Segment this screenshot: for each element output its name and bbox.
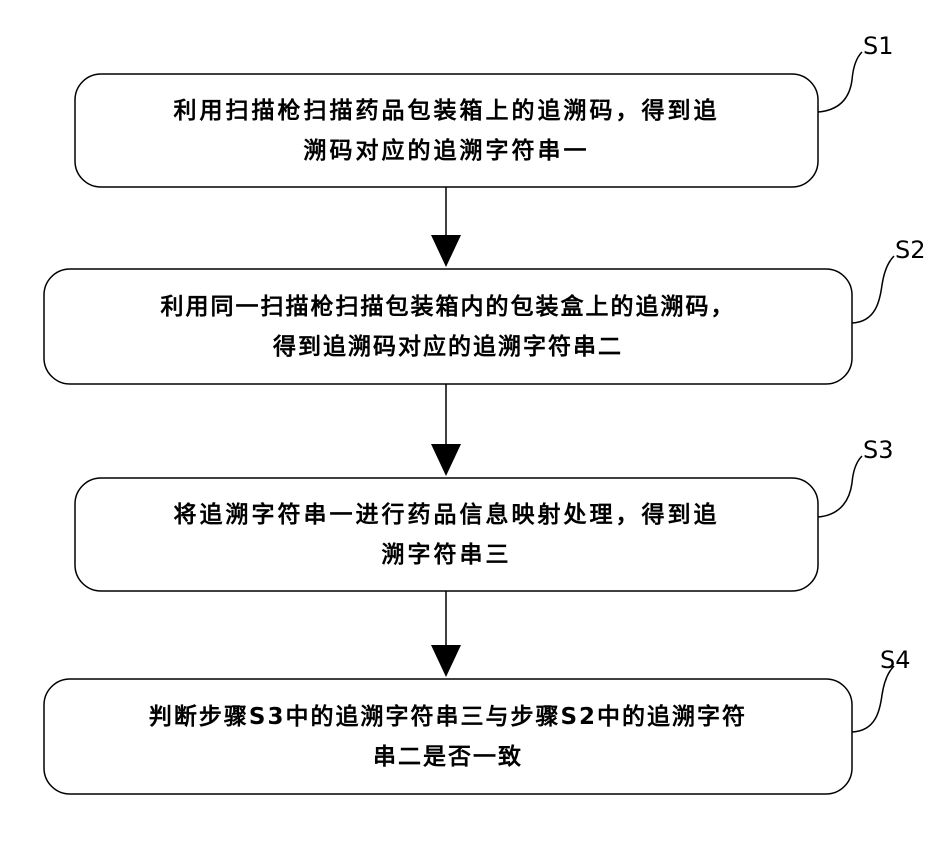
label-leader-s1 (818, 52, 862, 112)
label-leader-s2 (852, 256, 894, 323)
label-leader-s4 (852, 666, 894, 732)
label-leader-s3 (818, 456, 862, 517)
step-label-s4: S4 (880, 648, 911, 672)
arrowhead-1 (431, 235, 461, 267)
step-label-s2: S2 (895, 238, 926, 262)
step-label-s1: S1 (863, 34, 894, 58)
arrowhead-2 (431, 444, 461, 476)
step-text-s2: 利用同一扫描枪扫描包装箱内的包装盒上的追溯码， 得到追溯码对应的追溯字符串二 (44, 269, 852, 384)
step-text-s1: 利用扫描枪扫描药品包装箱上的追溯码，得到追 溯码对应的追溯字符串一 (75, 74, 818, 187)
step-text-s4: 判断步骤S3中的追溯字符串三与步骤S2中的追溯字符 串二是否一致 (44, 679, 852, 794)
step-text-s3: 将追溯字符串一进行药品信息映射处理，得到追 溯字符串三 (75, 478, 818, 591)
step-label-s3: S3 (863, 438, 894, 462)
arrowhead-3 (431, 645, 461, 677)
